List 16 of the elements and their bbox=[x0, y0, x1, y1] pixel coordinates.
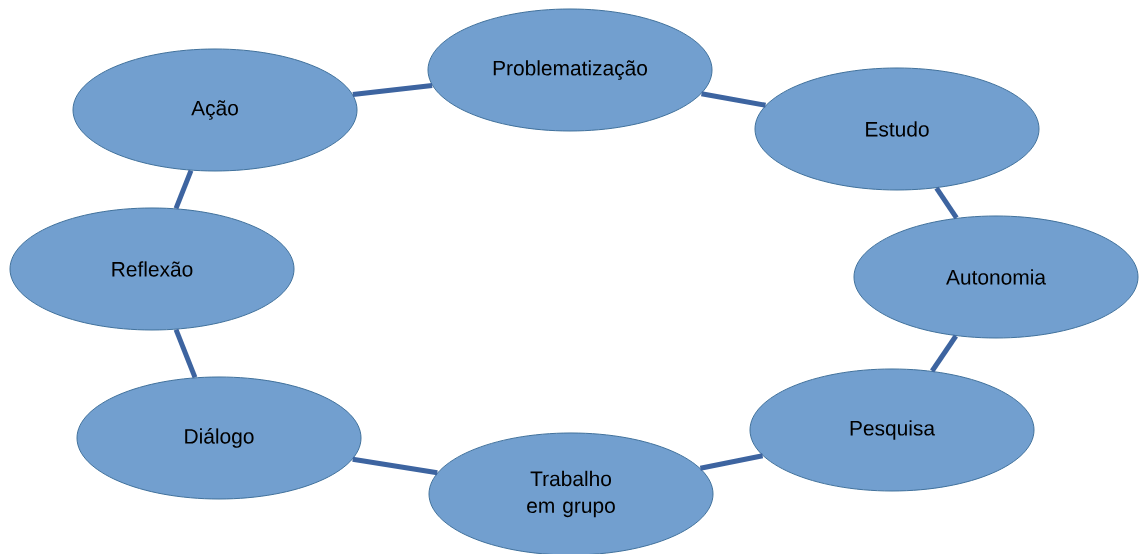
ellipse-node: Pesquisa bbox=[749, 368, 1035, 492]
connector-line bbox=[352, 83, 433, 97]
connector-line bbox=[352, 456, 438, 476]
ellipse-node: Problematização bbox=[427, 8, 713, 132]
connector-line bbox=[934, 186, 959, 220]
connector-line bbox=[173, 328, 198, 379]
ellipse-node: Autonomia bbox=[853, 215, 1139, 339]
ellipse-node: Estudo bbox=[754, 67, 1040, 191]
connector-line bbox=[930, 334, 958, 373]
ellipse-node: Diálogo bbox=[76, 376, 362, 500]
ellipse-node: Trabalho em grupo bbox=[428, 432, 714, 554]
connector-line bbox=[701, 91, 766, 108]
connector-line bbox=[173, 169, 194, 210]
connector-line bbox=[699, 453, 764, 471]
ellipse-node: Ação bbox=[72, 48, 358, 172]
ellipse-node: Reflexão bbox=[9, 207, 295, 331]
